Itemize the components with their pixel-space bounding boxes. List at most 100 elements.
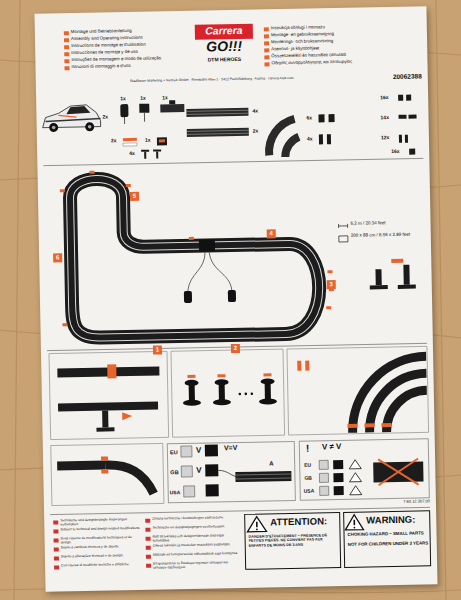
- power-socket: [319, 473, 328, 482]
- race-car: [46, 119, 101, 122]
- track-clip: [399, 135, 402, 143]
- language-flag: [54, 556, 59, 560]
- power-socket: [320, 486, 329, 495]
- warning-text: DANGER D'ÉTOUFFEMENT – PRÉSENCE DE PETIT…: [249, 533, 338, 547]
- track-clip: [398, 95, 403, 101]
- instruction-title: Asennus- ja käyttöohjeet: [271, 44, 421, 52]
- straight-track: [186, 110, 248, 114]
- straight-track: [186, 108, 249, 137]
- race-car: [49, 123, 58, 132]
- terminal-connection: [184, 291, 192, 303]
- support-pillar: [219, 382, 225, 400]
- track-connection: [57, 367, 109, 377]
- track-clip: [297, 359, 391, 429]
- lap-counter: [159, 139, 165, 142]
- warning-panel: !V ≠ VEUGBUSA: [299, 438, 430, 500]
- power-supply: [139, 104, 149, 113]
- language-flag: [64, 31, 69, 35]
- track-clip: [406, 95, 411, 101]
- track-connection: [57, 363, 160, 432]
- track-clip: [347, 424, 357, 428]
- legal-note: Sujeito a alterações técnicas e de desig…: [61, 554, 143, 559]
- language-flag: [64, 59, 69, 63]
- legal-note: Technische en designwijzigingen voorbeho…: [152, 525, 240, 530]
- callout-number-text: 4: [267, 229, 276, 238]
- language-flag: [146, 564, 151, 568]
- track-support: [144, 152, 146, 159]
- language-flag: [64, 52, 69, 56]
- power-socket: [319, 460, 328, 469]
- wood-grain: [436, 0, 446, 600]
- instruction-title: Οδηγίες συναρμολόγησης και λειτουργίας: [271, 58, 421, 66]
- guard-rail: [123, 138, 137, 141]
- power-socket: [181, 466, 192, 477]
- part-count: 2x: [253, 129, 259, 135]
- voltage-symbol: V: [196, 447, 202, 456]
- dimension-icon: [339, 236, 348, 242]
- part-count: 1x: [120, 96, 126, 102]
- connector-letter: A: [269, 460, 273, 467]
- track-connection: [58, 402, 158, 412]
- legal-note: Sujeto a cambios técnicos y de diseño.: [61, 545, 143, 550]
- warning-triangle: [349, 460, 361, 469]
- brand-name: Carrera: [195, 25, 253, 38]
- power-supply: [333, 473, 343, 482]
- language-flag: [145, 519, 150, 523]
- part-count: 4x: [252, 109, 258, 115]
- wrong-connection: [373, 458, 423, 485]
- track-clip: [381, 423, 391, 427]
- legal-note: Oikeus teknisiin ja muotoilun muutoksiin…: [153, 543, 241, 548]
- instruction-title: Instructions de montage et d'utilisation: [71, 41, 191, 48]
- language-flag: [264, 48, 269, 52]
- panel-divider: [43, 158, 430, 514]
- curve-marker: [326, 306, 331, 309]
- language-flag: [264, 27, 269, 31]
- curve-marker: [327, 270, 332, 273]
- language-flag: [54, 547, 59, 551]
- support-pillar: [263, 373, 271, 376]
- race-car: [58, 115, 76, 117]
- attention-box: ATTENTION:DANGER D'ÉTOUFFEMENT – PRÉSENC…: [244, 512, 341, 570]
- race-car: [52, 126, 56, 130]
- track-support: [375, 269, 381, 285]
- hazard-icon: [247, 516, 266, 531]
- curve-lanes: [351, 356, 427, 432]
- callout-number-text: 5: [130, 192, 139, 201]
- terminal-track: [218, 470, 239, 477]
- callout-number-text: 6: [53, 253, 62, 262]
- instruction-title: Montage- en gebruiksaanwijzing: [271, 30, 421, 38]
- track-support: [398, 285, 416, 289]
- dimension-icon: [339, 224, 348, 242]
- legal-note: Rätt till tekniska och designrelaterade …: [153, 534, 241, 543]
- track-joint: [105, 464, 154, 494]
- print-code: 7.60.12.307.00: [366, 499, 430, 505]
- language-flag: [53, 529, 58, 533]
- voltage-match: V=V: [224, 444, 238, 452]
- terminal-connection: [209, 251, 232, 290]
- track-clip: [305, 361, 309, 371]
- callout-number: 6: [53, 253, 62, 262]
- power-supply: [333, 460, 343, 469]
- part-count: 1x: [162, 95, 168, 101]
- dimension-icon: [339, 224, 348, 228]
- language-flag: [145, 528, 150, 532]
- guard-rail: [123, 143, 137, 146]
- race-car: [88, 125, 92, 129]
- track-clip: [297, 361, 301, 371]
- panel-divider: [43, 158, 423, 165]
- region-code: USA: [304, 489, 315, 495]
- step-panel: [287, 346, 429, 435]
- power-supply: [205, 444, 218, 456]
- support-pillar: [250, 392, 253, 395]
- straight-track: [187, 130, 249, 134]
- track-joint: [57, 456, 154, 496]
- instruction-title: Összeszerelési és használati útmutató: [271, 51, 421, 59]
- hand-controller: [124, 117, 125, 124]
- support-pillar: [213, 399, 231, 405]
- terminal-track: [235, 471, 291, 482]
- support-pillar: [187, 375, 195, 378]
- guard-rail: [123, 138, 137, 146]
- support-pillar: [189, 383, 195, 401]
